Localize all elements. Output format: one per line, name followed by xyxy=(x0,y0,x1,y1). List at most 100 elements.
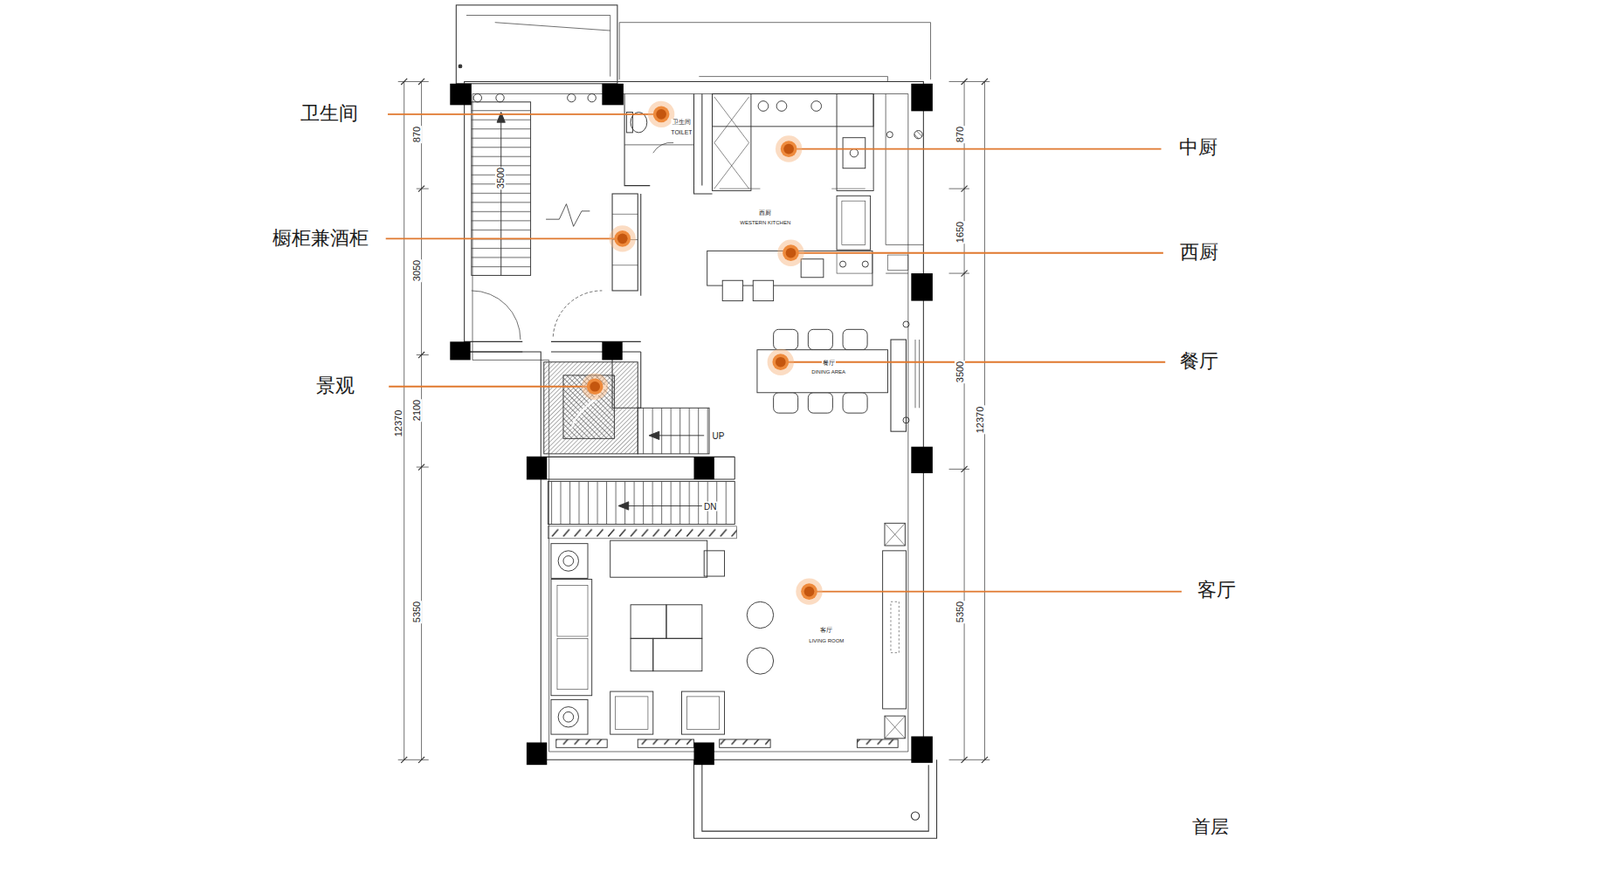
dining-furniture xyxy=(903,417,910,424)
living-furniture xyxy=(551,544,588,580)
living-furniture xyxy=(615,696,649,730)
kitchen-counter xyxy=(887,255,908,271)
callout-dot xyxy=(783,144,794,155)
callout-dot xyxy=(777,240,804,267)
dimension-value: 870 xyxy=(411,125,422,144)
dining-furniture xyxy=(807,329,833,350)
living-furniture xyxy=(637,739,694,748)
dimension-value: 12370 xyxy=(974,406,986,435)
callout-label: 西厨 xyxy=(1179,241,1219,263)
structural-column xyxy=(910,736,933,763)
structural-column xyxy=(449,83,472,106)
callout-dot xyxy=(782,244,800,262)
kitchen-counter xyxy=(722,280,743,301)
structural-column xyxy=(526,742,547,766)
kitchen-counter xyxy=(836,93,874,191)
dining-furniture xyxy=(757,321,910,424)
dimension-value: 3050 xyxy=(411,258,422,282)
stair-direction: DN xyxy=(703,501,718,511)
living-furniture xyxy=(551,699,588,735)
living-furniture xyxy=(551,579,593,697)
structural-column xyxy=(694,456,715,480)
callout-label: 景观 xyxy=(316,375,355,397)
callout-dot xyxy=(775,357,787,368)
room-label: TOILET xyxy=(669,129,693,137)
living-furniture xyxy=(563,556,574,567)
living-furniture xyxy=(686,696,719,730)
wall xyxy=(464,81,925,760)
dimension-line xyxy=(404,81,422,760)
dimension-value: 2100 xyxy=(411,398,422,421)
wall xyxy=(694,759,938,839)
living-furniture xyxy=(563,711,574,723)
living-furniture xyxy=(558,551,579,572)
stair xyxy=(545,204,590,228)
leader-line xyxy=(798,252,1164,255)
kitchen-counter xyxy=(862,261,869,268)
leader-line xyxy=(787,361,1166,364)
stair xyxy=(471,102,532,276)
stair xyxy=(637,407,710,455)
dimension-line xyxy=(398,78,991,764)
leader-line xyxy=(386,237,616,240)
wall xyxy=(653,142,674,153)
wall xyxy=(471,290,521,340)
callout-dot xyxy=(581,101,823,606)
dimension-value: 3500 xyxy=(954,360,966,384)
dining-furniture xyxy=(903,321,910,328)
dining-furniture xyxy=(773,329,799,350)
structural-column xyxy=(694,742,715,766)
callout-dot xyxy=(786,248,797,259)
stair xyxy=(618,502,629,511)
living-furniture xyxy=(551,523,907,748)
callout-label: 餐厅 xyxy=(1179,351,1219,373)
wall xyxy=(915,339,920,408)
dimension-line xyxy=(949,81,991,760)
wall xyxy=(455,5,937,839)
callout-dot xyxy=(581,373,608,400)
living-furniture xyxy=(653,638,703,671)
kitchen-counter xyxy=(914,131,923,139)
kitchen-counter xyxy=(811,101,822,112)
kitchen-counter xyxy=(841,200,866,245)
wall xyxy=(698,76,888,83)
callout-dot xyxy=(648,101,675,128)
structural-column xyxy=(601,341,622,360)
dining-furniture xyxy=(842,393,868,414)
wall xyxy=(624,93,712,194)
callout-label: 卫生间 xyxy=(300,103,359,125)
living-furniture xyxy=(882,551,907,710)
callout-dot xyxy=(804,586,815,598)
structural-column xyxy=(449,83,933,766)
living-furniture xyxy=(884,523,905,546)
living-furniture xyxy=(746,601,773,628)
stair-direction: UP xyxy=(711,430,726,441)
kitchen-counter xyxy=(800,259,824,278)
dimension-value: 12370 xyxy=(393,409,404,439)
living-furniture xyxy=(630,638,654,671)
wall xyxy=(472,93,909,752)
dimension-value: 1650 xyxy=(954,220,966,244)
stair xyxy=(627,505,703,507)
wall xyxy=(552,290,602,338)
kitchen-counter xyxy=(776,101,787,112)
living-furniture xyxy=(884,523,905,546)
living-furniture xyxy=(681,691,725,735)
living-furniture xyxy=(558,707,579,728)
wall xyxy=(910,812,919,821)
structural-column xyxy=(910,83,933,112)
kitchen-counter xyxy=(842,137,866,169)
callout-dot xyxy=(586,378,604,395)
dimension-value: 870 xyxy=(954,125,966,144)
living-furniture xyxy=(884,716,905,739)
living-furniture xyxy=(703,551,725,577)
living-furniture xyxy=(719,739,771,748)
kitchen-counter xyxy=(719,188,866,190)
structural-column xyxy=(601,83,624,106)
dimension-line xyxy=(964,81,985,760)
wall xyxy=(466,15,611,77)
wall xyxy=(619,22,931,80)
living-furniture xyxy=(610,540,708,578)
callout-dot xyxy=(800,583,818,600)
kitchen-counter xyxy=(752,280,773,301)
